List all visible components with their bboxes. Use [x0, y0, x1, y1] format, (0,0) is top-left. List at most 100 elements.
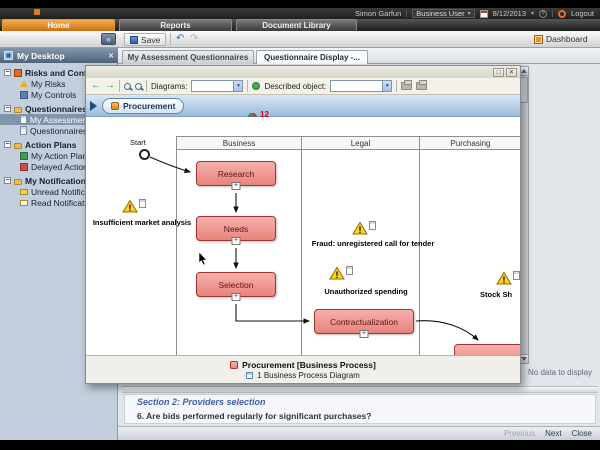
close-button[interactable]: Close [571, 429, 592, 438]
diagram-footer-subtitle[interactable]: 1 Business Process Diagram [257, 371, 360, 380]
warning-icon [20, 80, 28, 87]
document-icon [20, 126, 27, 135]
lane-header: Business [177, 137, 301, 150]
sidebar-group-questionnaires[interactable]: − Questionnaires [0, 103, 118, 114]
scroll-up-button[interactable] [520, 67, 528, 76]
restore-window-button[interactable]: □ [493, 67, 504, 77]
user-role-dropdown[interactable]: Business User ▾ [412, 9, 475, 18]
process-node-partial[interactable] [454, 344, 520, 355]
diagrams-dropdown[interactable]: ▾ [191, 80, 244, 92]
tab-document-library[interactable]: Document Library [236, 19, 357, 31]
process-node-research[interactable]: Research + [196, 161, 276, 190]
zoom-in-icon[interactable] [124, 82, 131, 90]
risk-label: Stock Sh [480, 290, 513, 299]
expand-node-icon[interactable]: + [359, 330, 369, 338]
sidebar-item-my-assessment-questionnaires[interactable]: My Assessment Q... [0, 114, 118, 125]
sidebar-item-questionnaires-display[interactable]: Questionnaires D... [0, 125, 118, 136]
sidebar-title: My Desktop [17, 50, 65, 61]
close-icon[interactable]: ✕ [108, 52, 114, 60]
diagram-toolbar: → → Diagrams: ▾ Described object: ▾ [86, 78, 520, 95]
close-window-button[interactable]: ✕ [506, 67, 517, 77]
logout-icon[interactable] [558, 9, 567, 18]
expand-node-icon[interactable]: + [231, 293, 241, 301]
warning-triangle-icon[interactable]: ! [496, 271, 512, 285]
risk-document-icon[interactable] [139, 199, 146, 208]
control-icon [20, 90, 28, 99]
no-data-message: No data to display [528, 368, 593, 377]
sidebar-tree: − Risks and Controls My Risks My Control… [0, 64, 118, 208]
next-button[interactable]: Next [545, 429, 562, 438]
calendar-icon[interactable] [479, 9, 488, 18]
collapse-expander-icon[interactable]: − [4, 69, 11, 76]
divider [119, 80, 120, 92]
chevron-down-icon[interactable]: ▾ [382, 81, 392, 91]
date-value[interactable]: 8/12/2013 [492, 9, 527, 18]
sidebar-item-my-risks[interactable]: My Risks [0, 78, 118, 89]
sidebar-item-my-action-plans[interactable]: My Action Plans [0, 150, 118, 161]
expand-node-icon[interactable]: + [231, 182, 241, 190]
chevron-down-icon: ▾ [467, 10, 471, 17]
main-toolbar [0, 31, 600, 48]
described-object-dropdown[interactable]: ▾ [330, 80, 393, 92]
risk-document-icon[interactable] [346, 266, 353, 275]
diagrams-label: Diagrams: [151, 81, 188, 91]
warning-triangle-icon[interactable]: ! [352, 221, 368, 235]
sidebar-group-risks-and-controls[interactable]: − Risks and Controls [0, 67, 118, 78]
chevron-down-icon[interactable]: ▾ [531, 10, 535, 17]
item-label: Unread Notificatio... [31, 186, 106, 197]
back-arrow-icon[interactable]: → [91, 80, 101, 91]
collapse-sidebar-button[interactable]: « [101, 33, 116, 45]
start-node[interactable] [139, 149, 150, 160]
warning-mark: ! [336, 270, 339, 280]
process-node-needs[interactable]: Needs + [196, 216, 276, 245]
sidebar-header: My Desktop ✕ [0, 48, 118, 63]
help-icon[interactable]: ? [539, 9, 548, 18]
collapse-expander-icon[interactable]: − [4, 105, 11, 112]
sidebar-group-action-plans[interactable]: − Action Plans [0, 139, 118, 150]
sidebar-item-delayed-action-plans[interactable]: Delayed Action Pl... [0, 161, 118, 172]
expand-node-icon[interactable]: + [231, 237, 241, 245]
sidebar-group-my-notifications[interactable]: − My Notifications [0, 175, 118, 186]
undo-icon[interactable]: ↶ [176, 33, 185, 44]
collapse-expander-icon[interactable]: − [4, 141, 11, 148]
warning-mark: ! [359, 225, 362, 235]
risk-document-icon[interactable] [513, 271, 520, 280]
process-header-band: Procurement [86, 95, 520, 117]
save-label: Save [141, 34, 161, 45]
tab-label: Reports [160, 21, 191, 30]
scroll-down-button[interactable] [520, 354, 528, 363]
previous-button[interactable]: Previous [503, 429, 536, 438]
window-title-bar[interactable] [86, 66, 520, 78]
logout-button[interactable]: Logout [571, 9, 594, 18]
chevron-down-icon[interactable]: ▾ [233, 81, 243, 91]
redo-icon[interactable]: ↷ [190, 33, 199, 44]
sidebar-item-unread-notifications[interactable]: Unread Notificatio... [0, 186, 118, 197]
tab-questionnaire-display[interactable]: Questionnaire Display -... [256, 50, 368, 64]
sidebar-item-read-notifications[interactable]: Read Notifications [0, 197, 118, 208]
process-breadcrumb[interactable]: Procurement [102, 98, 185, 114]
described-object-label: Described object: [264, 81, 327, 91]
dashboard-button[interactable]: Dashboard [534, 34, 588, 44]
process-node-selection[interactable]: Selection + [196, 272, 276, 301]
export-icon[interactable] [416, 80, 428, 90]
tab-reports[interactable]: Reports [119, 19, 232, 31]
sidebar-item-my-controls[interactable]: My Controls [0, 89, 118, 100]
forward-arrow-icon[interactable]: → [105, 80, 115, 91]
item-label: My Controls [31, 89, 77, 100]
risk-document-icon[interactable] [369, 221, 376, 230]
risk-label: Unauthorized spending [324, 287, 408, 296]
save-button[interactable]: Save [124, 33, 167, 46]
zoom-out-icon[interactable] [135, 82, 142, 90]
divider [406, 10, 408, 17]
scrollbar-thumb[interactable] [520, 77, 528, 103]
tab-my-assessment-questionnaires[interactable]: My Assessment Questionnaires [122, 50, 254, 64]
diagram-canvas[interactable]: Business Legal Purchasing [86, 117, 520, 355]
collapse-expander-icon[interactable]: − [4, 177, 11, 184]
process-node-contractualization[interactable]: Contractualization + [314, 309, 414, 338]
delayed-action-plan-icon [20, 162, 28, 171]
divider [552, 10, 554, 17]
warning-triangle-icon[interactable]: ! [329, 266, 345, 280]
print-icon[interactable] [401, 80, 413, 90]
tab-home[interactable]: Home [2, 19, 115, 31]
warning-triangle-icon[interactable]: ! [122, 199, 138, 213]
